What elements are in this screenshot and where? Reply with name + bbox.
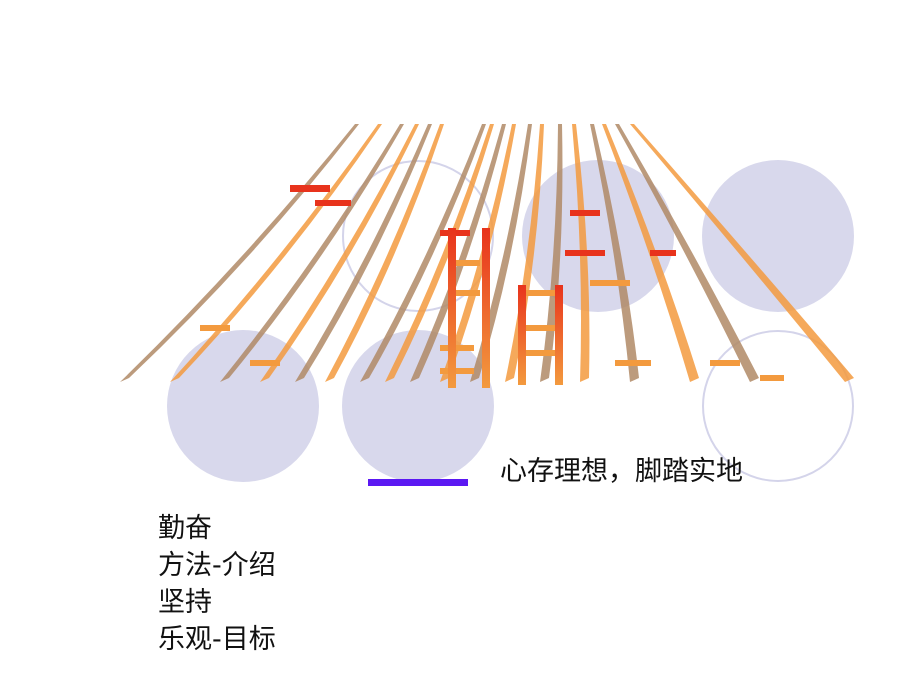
wordart-streak xyxy=(615,124,759,382)
slogan-text: 心存理想，脚踏实地 xyxy=(500,456,743,487)
wordart-fragment xyxy=(448,228,456,388)
wordart-fragment xyxy=(440,345,474,351)
key-point-item: 乐观-目标 xyxy=(158,624,276,655)
wordart-fragment xyxy=(315,200,351,206)
wordart-fragment xyxy=(615,360,651,366)
wordart-streak xyxy=(470,124,532,382)
wordart-fragment xyxy=(650,250,676,256)
wordart-streak xyxy=(410,124,506,382)
wordart-streak xyxy=(220,124,404,382)
wordart-fragment xyxy=(450,260,480,266)
wordart-fragment xyxy=(482,228,490,388)
wordart-streak xyxy=(505,124,544,382)
accent-divider-bar xyxy=(368,479,468,486)
wordart-fragment xyxy=(570,210,600,216)
wordart-streak xyxy=(120,124,359,382)
wordart-streak xyxy=(170,124,382,382)
key-points-list: 勤奋 方法-介绍 坚持 乐观-目标 xyxy=(158,510,276,658)
wordart-fragment xyxy=(760,375,784,381)
wordart-fragment xyxy=(520,350,556,356)
wordart-streak xyxy=(325,124,444,382)
key-point-item: 勤奋 xyxy=(158,513,212,544)
wordart-fragment xyxy=(200,325,230,331)
wordart-streak xyxy=(590,124,639,382)
wordart-streak xyxy=(540,124,563,382)
wordart-fragment xyxy=(565,250,605,256)
wordart-streak xyxy=(360,124,486,382)
wordart-fragment xyxy=(290,185,330,192)
wordart-fragment xyxy=(520,325,556,331)
wordart-streak xyxy=(440,124,516,382)
wordart-streak xyxy=(295,124,432,382)
wordart-fragment xyxy=(710,360,740,366)
key-point-item: 坚持 xyxy=(158,587,212,618)
wordart-fragment xyxy=(440,368,474,374)
wordart-title-graphic xyxy=(120,124,854,388)
decor-circle-top-left xyxy=(342,160,494,312)
wordart-streak xyxy=(260,124,419,382)
wordart-streak xyxy=(630,124,854,382)
decor-circle-bottom-right xyxy=(702,330,854,482)
wordart-fragment xyxy=(590,280,630,286)
key-point-item: 方法-介绍 xyxy=(158,550,276,581)
wordart-fragment xyxy=(450,290,480,296)
wordart-fragment xyxy=(250,360,280,366)
decor-circle-bottom-mid xyxy=(342,330,494,482)
wordart-fragment xyxy=(518,285,526,385)
wordart-fragment xyxy=(555,285,563,385)
wordart-glyph-blocks xyxy=(200,185,784,388)
wordart-streak xyxy=(385,124,494,382)
wordart-streaks xyxy=(120,124,854,382)
wordart-fragment xyxy=(520,290,556,296)
